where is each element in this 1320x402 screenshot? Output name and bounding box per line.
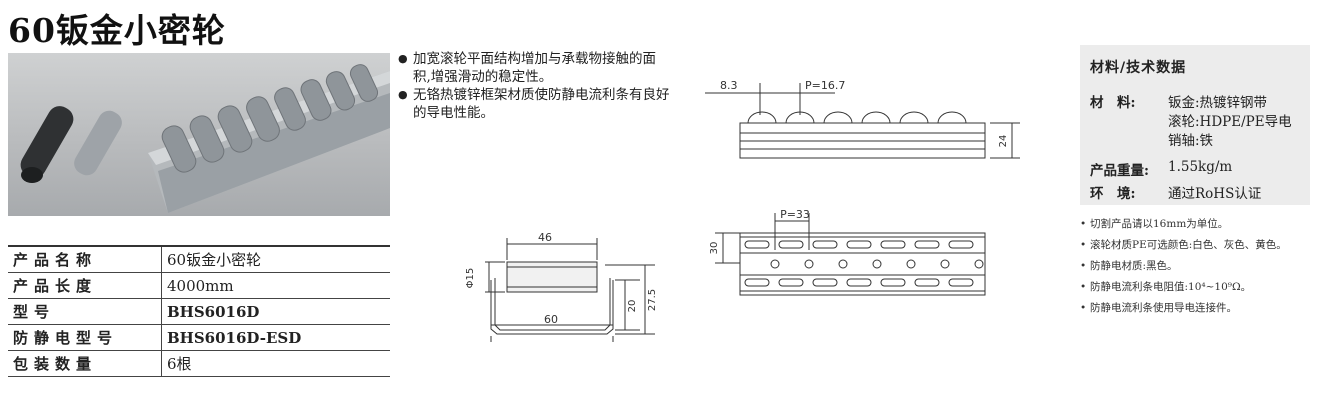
product-photo — [8, 53, 390, 216]
mount-hole — [974, 259, 984, 269]
spec-value: BHS6016D-ESD — [161, 324, 390, 351]
mount-hole — [906, 259, 916, 269]
notes-list: 切割产品请以16mm为单位。 滚轮材质PE可选颜色:白色、灰色、黄色。 防静电材… — [1080, 214, 1318, 319]
dim-side-height: 24 — [998, 135, 1009, 148]
cross-section-drawing: 46 60 Φ15 20 27.5 — [465, 231, 658, 342]
slot-top — [880, 240, 906, 249]
feature-item: 加宽滚轮平面结构增加与承载物接触的面积,增强滑动的稳定性。 — [398, 50, 673, 86]
material-line: 滚轮:HDPE/PE导电 — [1168, 114, 1292, 130]
dim-height-total: 27.5 — [647, 289, 658, 311]
material-label: 材 料: — [1090, 95, 1136, 111]
dim-bottom-height: 30 — [709, 242, 720, 255]
mount-hole — [872, 259, 882, 269]
slot-top — [744, 240, 770, 249]
feature-item: 无铬热镀锌框架材质使防静电流利条有良好的导电性能。 — [398, 86, 673, 122]
spec-label: 包装数量 — [8, 350, 162, 377]
slot-top — [846, 240, 872, 249]
slot-top — [812, 240, 838, 249]
slot-bottom — [778, 278, 804, 287]
dim-width-bottom: 60 — [544, 313, 558, 326]
slot-bottom — [846, 278, 872, 287]
side-view-drawing: 8.3 P=16.7 24 — [705, 79, 1020, 159]
bottom-view-drawing: P=33 30 — [709, 208, 986, 296]
dim-offset: 8.3 — [720, 79, 738, 92]
spec-value: 4000mm — [161, 272, 390, 299]
note-item: 防静电流利条使用导电连接件。 — [1080, 298, 1318, 319]
spec-label: 防静电型号 — [8, 324, 162, 351]
slot-bottom — [744, 278, 770, 287]
slot-bottom — [880, 278, 906, 287]
weight-label: 产品重量: — [1090, 163, 1149, 179]
dim-height-inner: 20 — [627, 300, 638, 313]
mount-hole — [770, 259, 780, 269]
note-item: 滚轮材质PE可选颜色:白色、灰色、黄色。 — [1080, 235, 1318, 256]
spec-value: 60钣金小密轮 — [161, 245, 390, 273]
mount-hole — [804, 259, 814, 269]
note-item: 防静电材质:黑色。 — [1080, 256, 1318, 277]
weight-value: 1.55kg/m — [1168, 159, 1233, 175]
mount-hole — [838, 259, 848, 269]
dim-roller-diameter: Φ15 — [465, 268, 476, 289]
mount-hole — [940, 259, 950, 269]
dim-pitch: P=16.7 — [805, 79, 845, 92]
note-item: 切割产品请以16mm为单位。 — [1080, 214, 1318, 235]
spec-label: 产品长度 — [8, 272, 162, 299]
note-item: 防静电流利条电阻值:10⁴~10⁹Ω。 — [1080, 277, 1318, 298]
spec-value: 6根 — [161, 350, 390, 377]
slot-top — [778, 240, 804, 249]
page-title: 60钣金小密轮 — [8, 11, 226, 50]
slot-top — [914, 240, 940, 249]
spec-label: 型号 — [8, 298, 162, 325]
slot-bottom — [914, 278, 940, 287]
environment-value: 通过RoHS认证 — [1168, 186, 1262, 202]
dim-width-top: 46 — [538, 231, 552, 244]
material-line: 钣金:热镀锌钢带 — [1168, 95, 1268, 111]
material-line: 销轴:铁 — [1168, 133, 1214, 149]
slot-bottom — [948, 278, 974, 287]
slot-top — [948, 240, 974, 249]
feature-list: 加宽滚轮平面结构增加与承载物接触的面积,增强滑动的稳定性。 无铬热镀锌框架材质使… — [398, 50, 673, 122]
spec-label: 产品名称 — [8, 245, 162, 273]
slot-bottom — [812, 278, 838, 287]
environment-label: 环 境: — [1090, 186, 1136, 202]
spec-value: BHS6016D — [161, 298, 390, 325]
material-panel: 材料/技术数据 材 料: 钣金:热镀锌钢带 滚轮:HDPE/PE导电 销轴:铁 … — [1080, 45, 1310, 205]
dim-hole-pitch: P=33 — [780, 208, 810, 221]
material-title: 材料/技术数据 — [1090, 60, 1187, 76]
